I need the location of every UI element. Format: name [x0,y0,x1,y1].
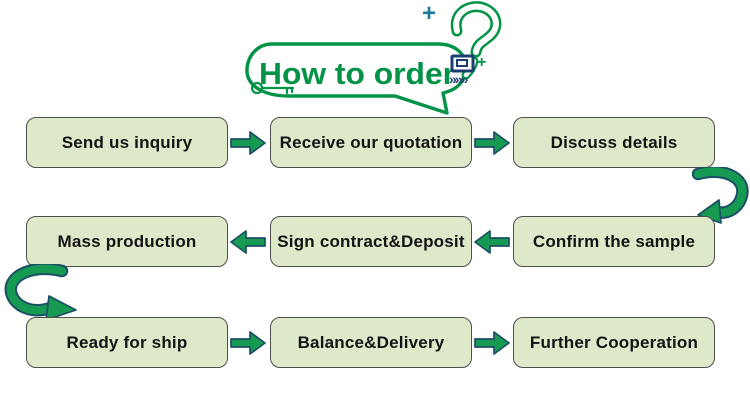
key-icon [250,81,295,95]
step-receive-our-quotation: Receive our quotation [270,117,472,168]
step-send-us-inquiry: Send us inquiry [26,117,228,168]
step-ready-for-ship: Ready for ship [26,317,228,368]
window-icon [450,54,475,73]
arrow-left-icon [230,230,266,254]
step-balance-delivery: Balance&Delivery [270,317,472,368]
step-sign-contract-deposit: Sign contract&Deposit [270,216,472,267]
arrow-right-icon [230,131,266,155]
step-further-cooperation: Further Cooperation [513,317,715,368]
chevrons-icon: »»» [449,71,469,87]
step-discuss-details: Discuss details [513,117,715,168]
header-art: How to order + + »»» [245,0,502,115]
plus-icon-top: + [422,0,436,27]
arrow-right-icon [230,331,266,355]
arrow-left-icon [474,230,510,254]
step-mass-production: Mass production [26,216,228,267]
arrow-right-icon [474,131,510,155]
page-title: How to order [259,56,455,91]
plus-icon-small: + [477,54,486,71]
arrow-right-icon [474,331,510,355]
curved-arrow-down-left-icon [692,167,749,224]
step-confirm-the-sample: Confirm the sample [513,216,715,267]
curved-arrow-down-right-icon [4,264,77,321]
